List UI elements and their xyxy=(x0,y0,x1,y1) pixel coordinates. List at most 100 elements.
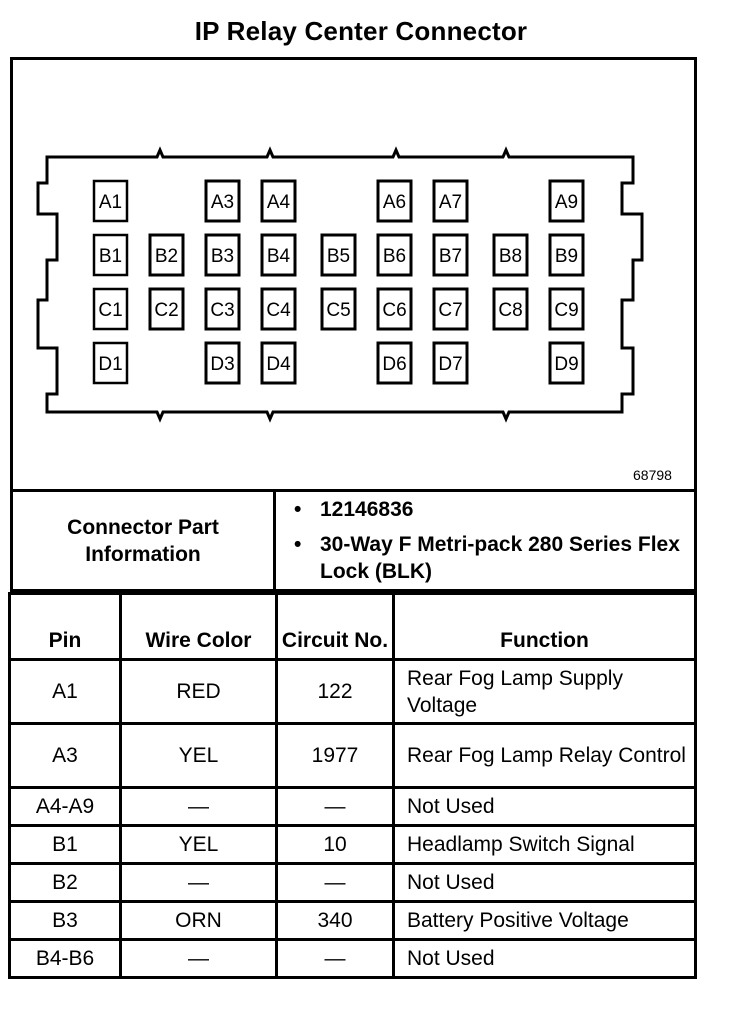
connector-housing-outline xyxy=(36,146,644,423)
pin-label: D7 xyxy=(438,354,462,375)
pin-label: A7 xyxy=(439,192,462,213)
pin-cell: B1 xyxy=(8,824,122,865)
pin-label: C5 xyxy=(326,300,350,321)
pin-d1: D1 xyxy=(92,341,129,385)
pin-label: D9 xyxy=(554,354,578,375)
pin-cavity xyxy=(376,179,413,223)
pin-cavity xyxy=(376,233,413,277)
pin-label: C7 xyxy=(438,300,462,321)
header-wire-color: Wire Color xyxy=(119,592,278,661)
pin-a6: A6 xyxy=(376,179,413,223)
figure-number: 68798 xyxy=(633,467,672,483)
pin-cell: A4-A9 xyxy=(8,786,122,827)
pin-c5: C5 xyxy=(320,287,357,331)
pin-label: A1 xyxy=(99,192,122,213)
pin-label: B3 xyxy=(211,246,234,267)
page-title: IP Relay Center Connector xyxy=(194,16,528,46)
pin-cavity xyxy=(320,287,357,331)
function-cell: Rear Fog Lamp Supply Voltage xyxy=(392,658,697,725)
pin-d9: D9 xyxy=(548,341,585,385)
pin-label: C9 xyxy=(554,300,578,321)
function-cell: Headlamp Switch Signal xyxy=(392,824,697,865)
pin-cavity xyxy=(432,233,469,277)
pin-label: B6 xyxy=(383,246,406,267)
pin-label: C8 xyxy=(498,300,522,321)
pin-label: D6 xyxy=(382,354,406,375)
pin-label: C6 xyxy=(382,300,406,321)
pin-cavity xyxy=(376,287,413,331)
pin-b2: B2 xyxy=(148,233,185,277)
pin-cavity xyxy=(548,287,585,331)
circuit-cell: 1977 xyxy=(275,722,395,789)
pin-cell: A1 xyxy=(8,658,122,725)
pin-label: B4 xyxy=(267,246,291,267)
pin-cavity xyxy=(92,179,129,223)
pin-cavity xyxy=(260,233,297,277)
pin-a4: A4 xyxy=(260,179,297,223)
circuit-cell: — xyxy=(275,938,395,979)
function-cell: Not Used xyxy=(392,862,697,903)
header-function: Function xyxy=(392,592,697,661)
pin-cavity xyxy=(148,287,185,331)
pin-d4: D4 xyxy=(260,341,297,385)
pin-cavity xyxy=(432,179,469,223)
pin-cavity xyxy=(548,233,585,277)
pin-cavity xyxy=(204,341,241,385)
pin-cell: A3 xyxy=(8,722,122,789)
pin-cavity xyxy=(260,341,297,385)
connector-part-info: Connector Part Information •12146836 •30… xyxy=(10,489,697,592)
part-info-label: Connector Part Information xyxy=(10,489,276,592)
pin-c3: C3 xyxy=(204,287,241,331)
pin-cell: B4-B6 xyxy=(8,938,122,979)
pin-label: B1 xyxy=(99,246,122,267)
pin-label: A9 xyxy=(555,192,578,213)
pin-cavity xyxy=(92,233,129,277)
pin-cavity xyxy=(204,233,241,277)
function-cell: Battery Positive Voltage xyxy=(392,900,697,941)
function-cell: Not Used xyxy=(392,938,697,979)
wire-color-cell: — xyxy=(119,938,278,979)
pin-label: B5 xyxy=(327,246,350,267)
table-row: B4-B6——Not Used xyxy=(8,938,697,979)
pin-cavity xyxy=(548,341,585,385)
pin-cavity xyxy=(204,179,241,223)
pin-d3: D3 xyxy=(204,341,241,385)
function-cell: Not Used xyxy=(392,786,697,827)
pin-label: C4 xyxy=(266,300,291,321)
pin-cell: B2 xyxy=(8,862,122,903)
pin-cavity xyxy=(204,287,241,331)
wire-color-cell: — xyxy=(119,862,278,903)
pin-c1: C1 xyxy=(92,287,129,331)
pin-cavity xyxy=(320,233,357,277)
circuit-cell: 122 xyxy=(275,658,395,725)
pin-b4: B4 xyxy=(260,233,297,277)
pin-c8: C8 xyxy=(492,287,529,331)
part-info-item: •12146836 xyxy=(294,498,414,521)
pin-cavity xyxy=(432,287,469,331)
wire-color-cell: RED xyxy=(119,658,278,725)
pin-label: C2 xyxy=(154,300,178,321)
function-cell: Rear Fog Lamp Relay Control xyxy=(392,722,697,789)
pin-label: D4 xyxy=(266,354,291,375)
pin-cavity xyxy=(548,179,585,223)
pin-a7: A7 xyxy=(432,179,469,223)
pin-label: C1 xyxy=(98,300,122,321)
wire-color-cell: YEL xyxy=(119,824,278,865)
pin-cavity xyxy=(432,341,469,385)
pin-cavity xyxy=(260,287,297,331)
pin-label: A6 xyxy=(383,192,406,213)
wire-color-cell: — xyxy=(119,786,278,827)
pin-b1: B1 xyxy=(92,233,129,277)
table-row: B2——Not Used xyxy=(8,862,697,903)
header-circuit: Circuit No. xyxy=(275,592,395,661)
pin-c7: C7 xyxy=(432,287,469,331)
pin-b8: B8 xyxy=(492,233,529,277)
pin-label: B8 xyxy=(499,246,522,267)
pin-b7: B7 xyxy=(432,233,469,277)
pin-c4: C4 xyxy=(260,287,297,331)
